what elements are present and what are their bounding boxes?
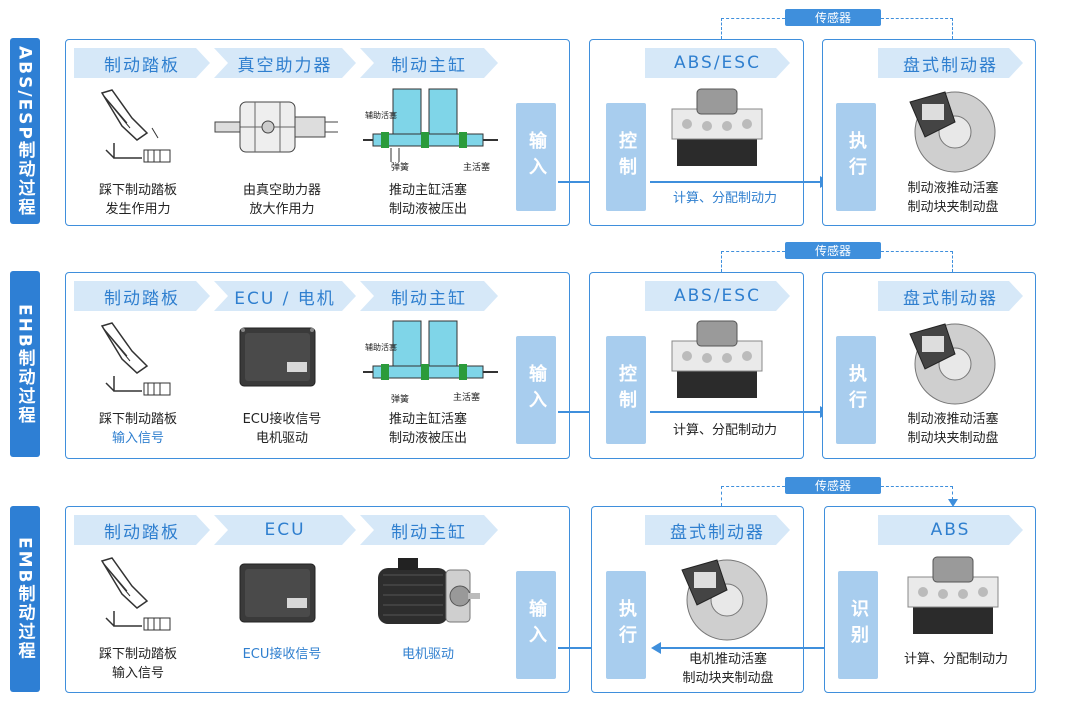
row3-arrow-input xyxy=(558,647,594,649)
svg-text:辅助活塞: 辅助活塞 xyxy=(365,342,397,352)
row3-abs-title: ABS xyxy=(878,515,1023,545)
row3-stage-master-cylinder: 制动主缸 xyxy=(360,515,498,545)
row3-caption-pedal: 踩下制动踏板输入信号 xyxy=(98,647,177,681)
row1-booster-illustration xyxy=(214,101,338,153)
row3-actuator-box: 执行 xyxy=(606,571,646,679)
row3-arrow-back xyxy=(660,647,836,649)
row3-caption-motor: 电机驱动 xyxy=(401,647,454,662)
row3-motor-illustration xyxy=(378,558,480,624)
row1-sensor-line-b xyxy=(881,18,953,19)
row3-arrow-back-head xyxy=(651,642,661,654)
svg-text:主活塞: 主活塞 xyxy=(463,161,490,173)
row3-stage-pedal: 制动踏板 xyxy=(74,515,210,545)
row1-abs-unit-illustration xyxy=(671,88,763,166)
row1-disc-brake-title: 盘式制动器 xyxy=(878,48,1023,78)
row2-sensor-line-right xyxy=(952,251,953,272)
row3-sensor-label: 传感器 xyxy=(785,477,881,494)
row1-side-label: ABS/ESP制动过程 xyxy=(10,38,40,224)
row2-ecu-illustration xyxy=(239,327,316,387)
row3-abs-unit-illustration xyxy=(907,556,999,634)
svg-text:弹簧: 弹簧 xyxy=(391,393,409,405)
row1-control-box: 控制 xyxy=(606,103,646,211)
row2-actuator-box: 执行 xyxy=(836,336,876,444)
row1-arrow-control xyxy=(650,181,822,183)
row2-input-box: 输入 xyxy=(516,336,556,444)
row2-caption-cylinder: 推动主缸活塞制动液被压出 xyxy=(388,412,467,446)
row2-abs-esc-title: ABS/ESC xyxy=(645,281,790,311)
row3-sensor-line-left xyxy=(721,486,722,506)
row1-actuator-box: 执行 xyxy=(836,103,876,211)
row2-control-box: 控制 xyxy=(606,336,646,444)
row2-arrow-control xyxy=(650,411,822,413)
row2-disc-brake-title: 盘式制动器 xyxy=(878,281,1023,311)
row1-caption-cylinder: 推动主缸活塞制动液被压出 xyxy=(388,183,467,217)
svg-text:辅助活塞: 辅助活塞 xyxy=(365,110,397,120)
row2-sensor-line-left xyxy=(721,251,722,272)
svg-text:主活塞: 主活塞 xyxy=(453,391,480,403)
row3-disc-brake-title: 盘式制动器 xyxy=(645,515,790,545)
row1-caption-booster: 由真空助力器放大作用力 xyxy=(242,183,321,217)
row1-stage-pedal: 制动踏板 xyxy=(74,48,210,78)
row3-detect-box: 识别 xyxy=(838,571,878,679)
row2-sensor-line-a xyxy=(721,251,785,252)
row1-sensor-label: 传感器 xyxy=(785,9,881,26)
row2-stage-pedal: 制动踏板 xyxy=(74,281,210,311)
row2-caption-ecu: ECU接收信号电机驱动 xyxy=(242,412,322,446)
row1-abs-esc-title: ABS/ESC xyxy=(645,48,790,78)
row2-cylinder-illustration: 辅助活塞 弹簧 主活塞 xyxy=(363,320,498,405)
row2-side-label: EHB制动过程 xyxy=(10,271,40,457)
row2-sensor-label: 传感器 xyxy=(785,242,881,259)
row3-stage-ecu: ECU xyxy=(214,515,356,545)
row1-stage-booster: 真空助力器 xyxy=(214,48,356,78)
row1-caption-pedal: 踩下制动踏板发生作用力 xyxy=(98,183,177,217)
row2-abs-unit-illustration xyxy=(671,320,763,398)
row3-disc-brake-illustration xyxy=(681,559,768,641)
row1-sensor-line-left xyxy=(721,18,722,39)
row3-sensor-line-b xyxy=(881,486,953,487)
row3-caption-ecu: ECU接收信号 xyxy=(242,647,322,662)
row3-actuator-caption: 电机推动活塞制动块夹制动盘 xyxy=(682,652,774,686)
row1-disc-brake-illustration xyxy=(909,91,996,173)
row1-sensor-line-right xyxy=(952,18,953,39)
row3-sensor-arrow-head xyxy=(948,499,958,507)
row1-cylinder-illustration: 辅助活塞 弹簧 主活塞 xyxy=(363,88,498,173)
row2-sensor-line-b xyxy=(881,251,953,252)
row3-ecu-illustration xyxy=(239,563,316,623)
row1-actuator-caption: 制动液推动活塞制动块夹制动盘 xyxy=(907,181,999,215)
row3-sensor-line-a xyxy=(721,486,785,487)
row1-arrow-input xyxy=(558,181,594,183)
row3-pedal-illustration xyxy=(100,557,171,631)
row2-disc-brake-illustration xyxy=(909,323,996,405)
row1-stage-master-cylinder: 制动主缸 xyxy=(360,48,498,78)
row2-control-caption: 计算、分配制动力 xyxy=(672,423,777,438)
row3-side-label: EMB制动过程 xyxy=(10,506,40,692)
row3-input-box: 输入 xyxy=(516,571,556,679)
row3-detect-caption: 计算、分配制动力 xyxy=(903,652,1008,667)
row1-input-box: 输入 xyxy=(516,103,556,211)
row2-actuator-caption: 制动液推动活塞制动块夹制动盘 xyxy=(907,412,999,446)
row3-sensor-line-right xyxy=(952,486,953,500)
row2-stage-master-cylinder: 制动主缸 xyxy=(360,281,498,311)
row1-pedal-illustration xyxy=(100,89,171,163)
row2-stage-ecu-motor: ECU / 电机 xyxy=(214,281,356,311)
row2-arrow-input xyxy=(558,411,594,413)
row2-pedal-illustration xyxy=(100,322,171,396)
row2-caption-pedal: 踩下制动踏板输入信号 xyxy=(98,412,177,446)
row1-sensor-line-a xyxy=(721,18,785,19)
row1-control-caption: 计算、分配制动力 xyxy=(672,191,777,206)
svg-text:弹簧: 弹簧 xyxy=(391,161,409,173)
